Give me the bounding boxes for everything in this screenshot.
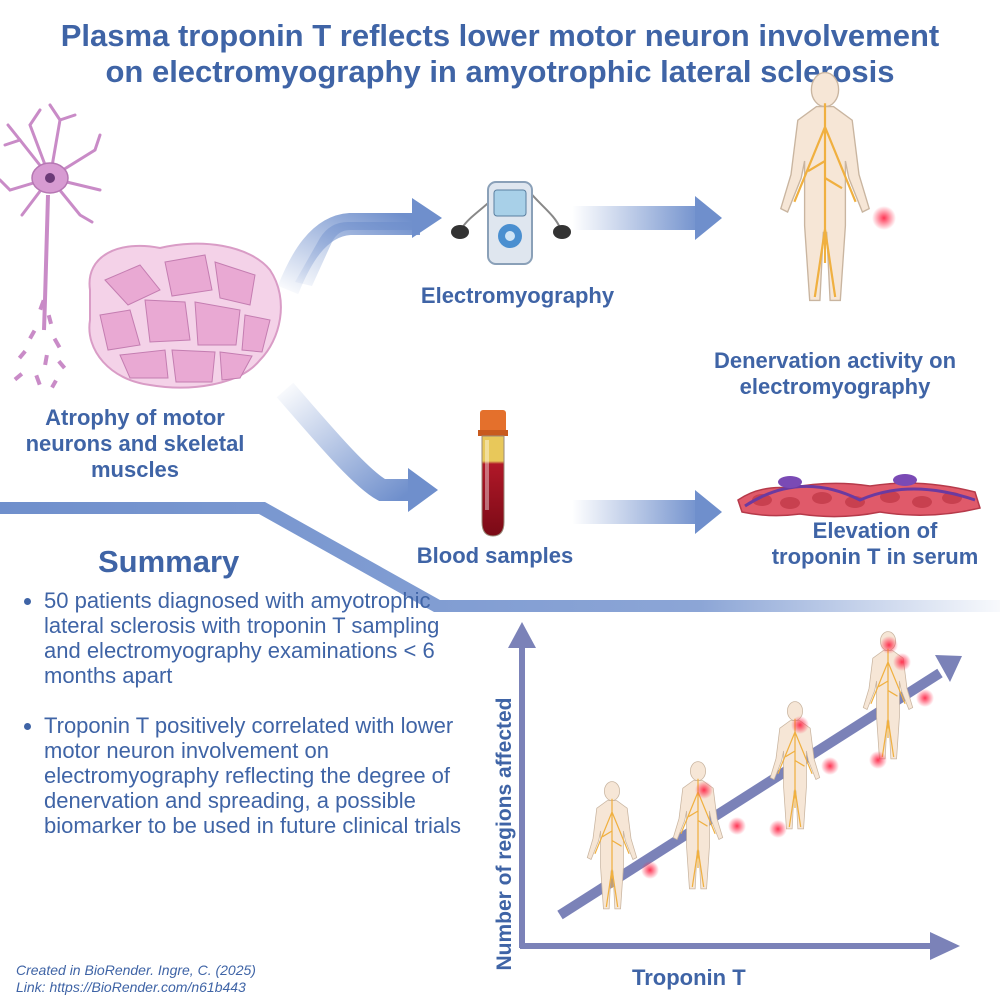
progression-figure-3 [769, 700, 839, 838]
neuron-illustration [0, 103, 102, 389]
denervation-label: Denervation activity on electromyography [713, 348, 957, 399]
atrophy-label: Atrophy of motor neurons and skeletal mu… [25, 405, 245, 482]
summary-bullet: 50 patients diagnosed with amyotrophic l… [44, 588, 464, 688]
arrow-blood-to-troponin [572, 500, 702, 524]
progression-figure-1 [586, 780, 659, 910]
summary-heading: Summary [98, 544, 240, 579]
credit-text: Created in BioRender. Ingre, C. (2025) L… [16, 962, 256, 996]
summary-bullet: Troponin T positively correlated with lo… [44, 713, 464, 838]
section-divider [0, 502, 1000, 612]
human-figure-top [779, 71, 896, 302]
progression-figure-2 [672, 760, 746, 890]
x-axis-label: Troponin T [632, 965, 746, 990]
y-axis-label: Number of regions affected [493, 697, 516, 971]
muscle-illustration [88, 242, 282, 389]
troponin-elevation-label: Elevation of troponin T in serum [771, 518, 979, 569]
arrow-emg-to-denervation [572, 206, 702, 230]
emg-label: Electromyography [420, 283, 615, 308]
credit-line: Created in BioRender. Ingre, C. (2025) [16, 962, 256, 978]
credit-link[interactable]: Link: https://BioRender.com/n61b443 [16, 979, 246, 995]
page-title: Plasma troponin T reflects lower motor n… [60, 18, 940, 89]
blood-tube-illustration [478, 410, 508, 537]
graph-axes [508, 622, 960, 960]
summary-list: 50 patients diagnosed with amyotrophic l… [18, 588, 464, 863]
blood-samples-label: Blood samples [416, 543, 574, 568]
emg-device-illustration [451, 181, 571, 265]
muscle-fiber-illustration [737, 474, 981, 518]
arrow-to-blood [276, 382, 412, 501]
progression-figure-4 [862, 630, 934, 769]
